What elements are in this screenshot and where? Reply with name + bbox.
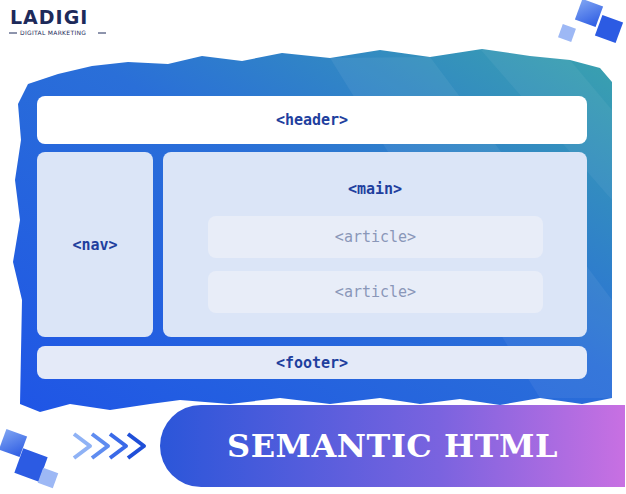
logo-text: LADIGI [10, 6, 88, 28]
tag-label: <article> [335, 228, 416, 246]
logo-rule [9, 33, 17, 34]
nav-box: <nav> [37, 152, 153, 337]
title-banner [160, 405, 625, 487]
logo-rule [98, 33, 106, 34]
tag-label: <footer> [276, 354, 348, 372]
article-box: <article> [208, 271, 543, 313]
main-box: <main> <article> <article> [163, 152, 587, 337]
article-box: <article> [208, 216, 543, 258]
header-box: <header> [37, 96, 587, 144]
footer-box: <footer> [37, 346, 587, 379]
tag-label: <header> [276, 111, 348, 129]
chevron-arrows [74, 434, 144, 458]
logo-tagline: DIGITAL MARKETING [20, 29, 86, 36]
torn-panel [13, 49, 612, 412]
tag-label: <nav> [72, 236, 117, 254]
tag-label: <main> [348, 180, 402, 198]
banner-title: SEMANTIC HTML [160, 405, 625, 487]
tag-label: <article> [335, 283, 416, 301]
